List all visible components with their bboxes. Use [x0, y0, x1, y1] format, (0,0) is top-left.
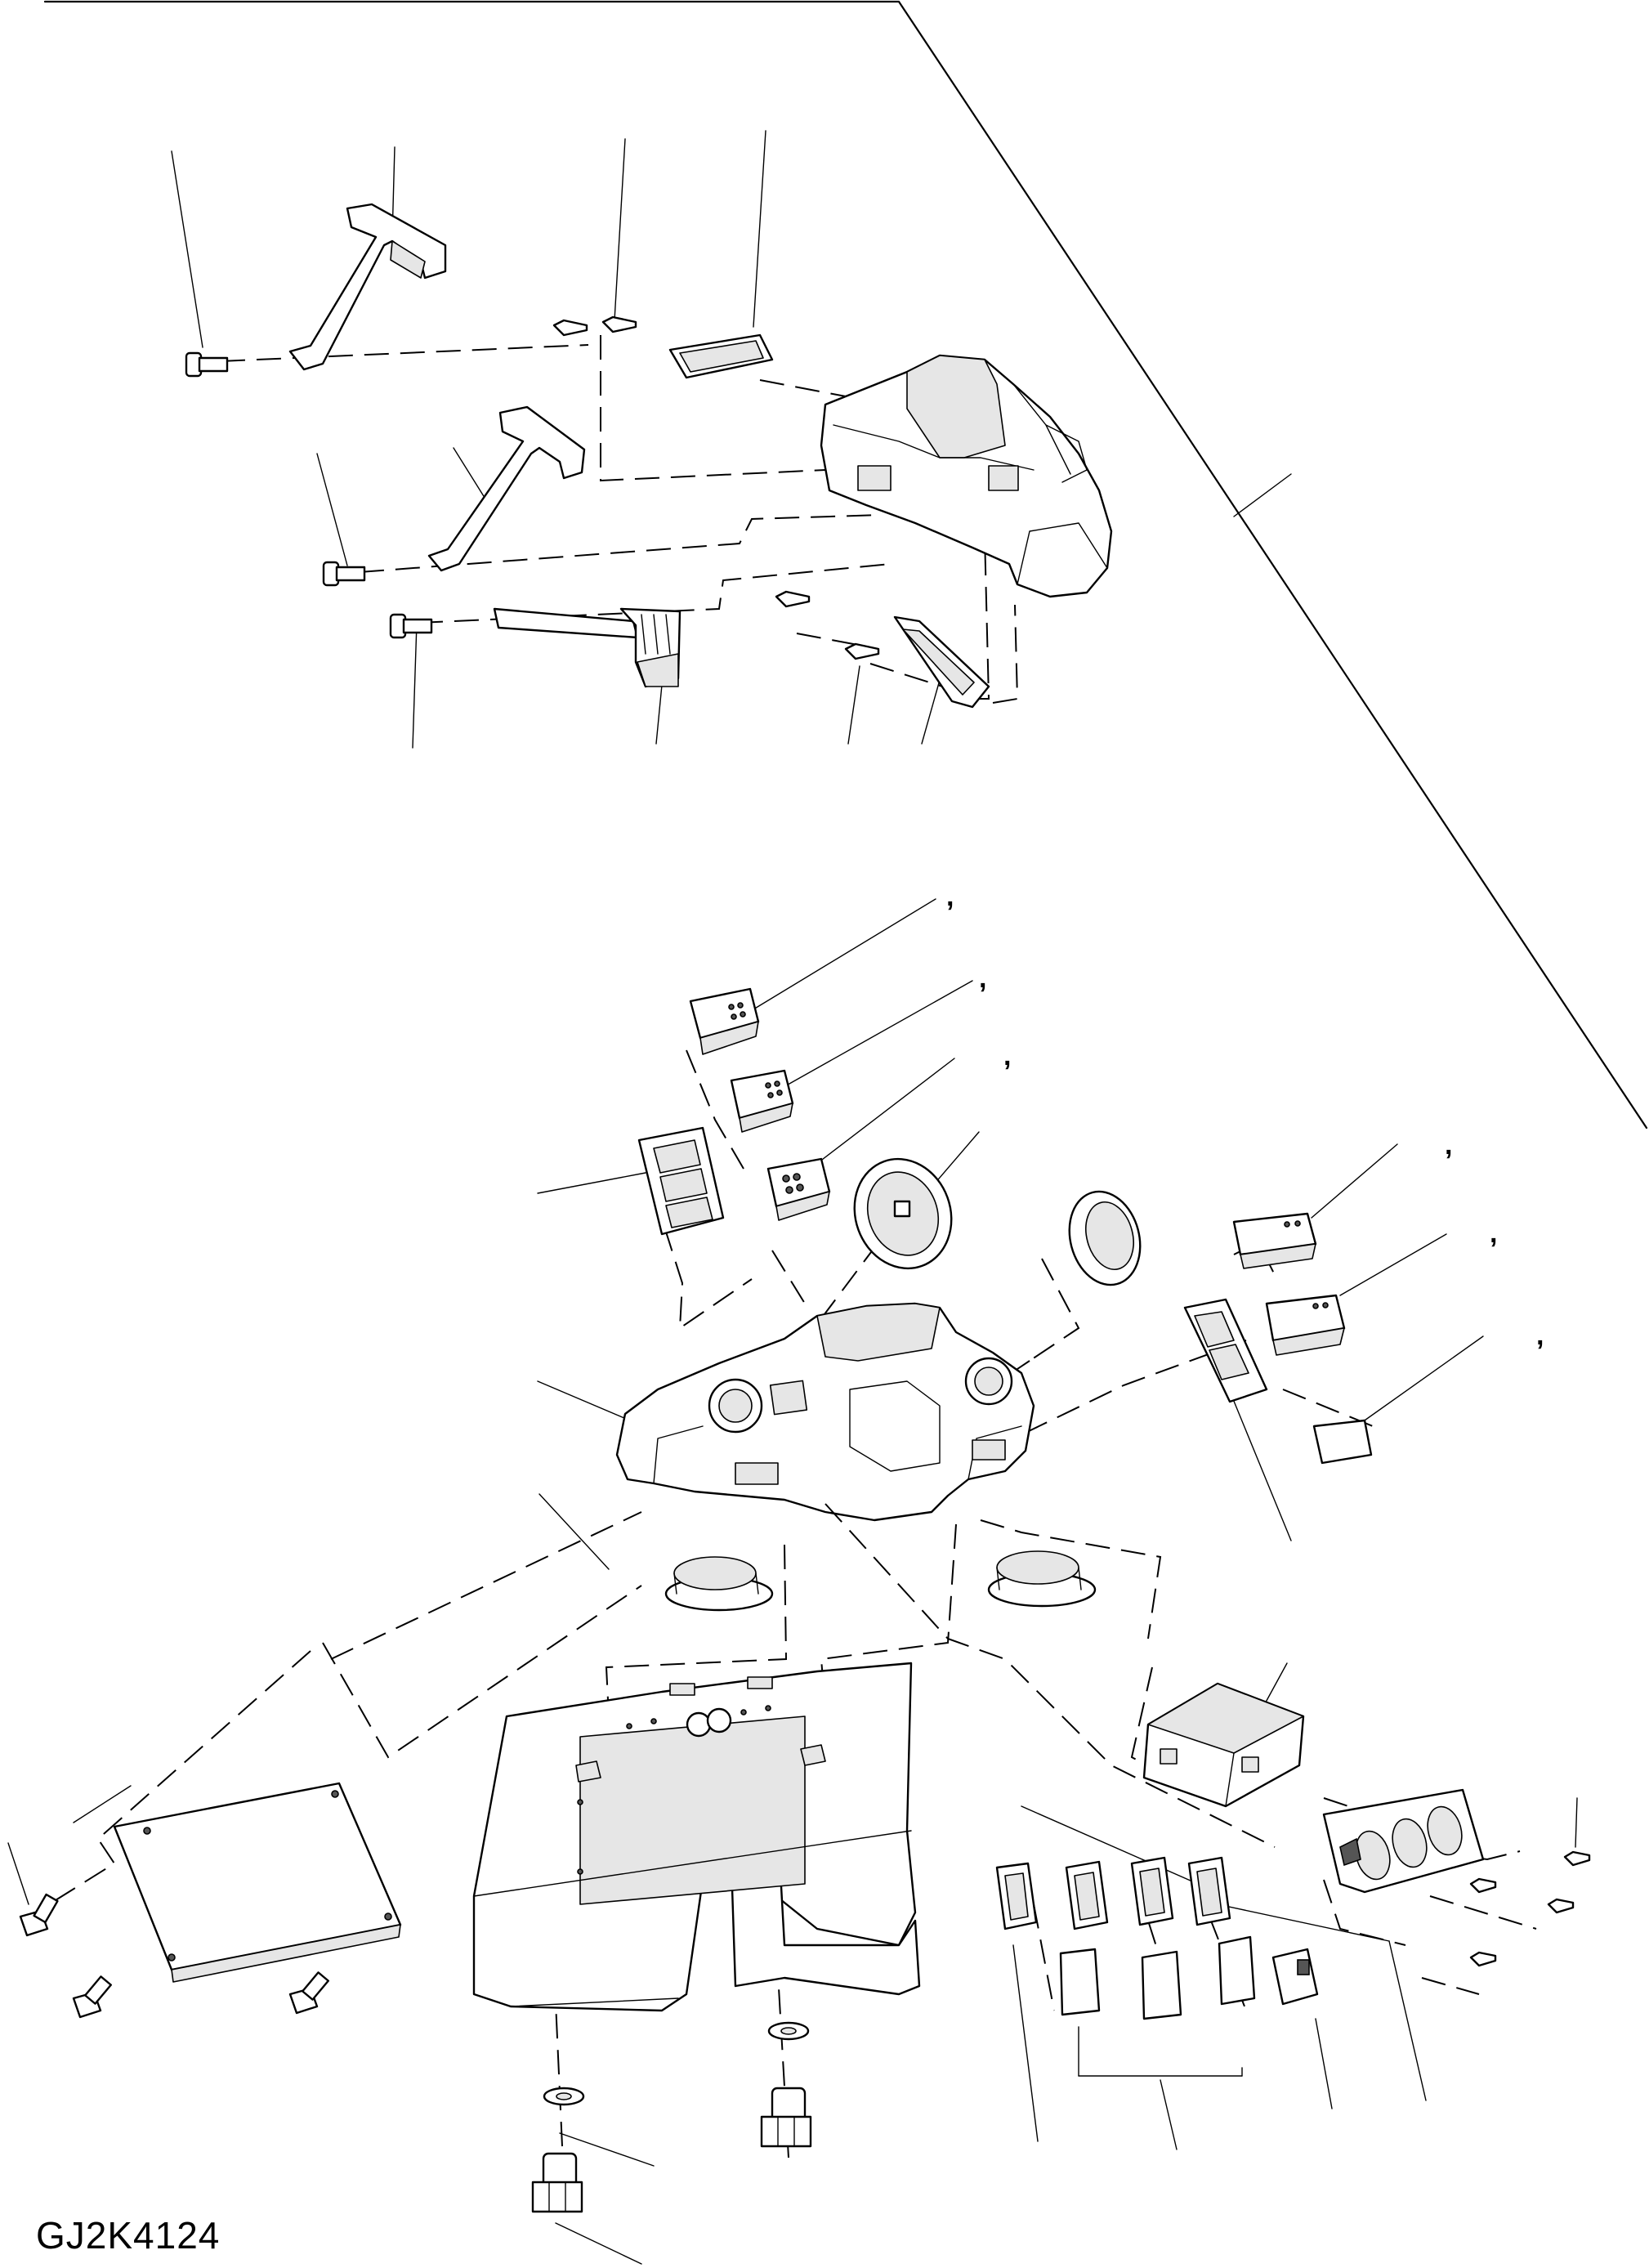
washer-icon — [543, 2087, 585, 2106]
bolt-icon — [288, 1971, 329, 2015]
screw-icon — [1469, 1951, 1497, 1967]
leader-lines-lower — [7, 1662, 1578, 2265]
bolt-icon — [322, 561, 366, 587]
ref-mark: , — [1003, 1040, 1011, 1071]
lower-dash-panel — [472, 1662, 921, 2012]
switch-bezel-right — [1183, 1298, 1268, 1403]
ref-mark: , — [1536, 1320, 1544, 1351]
section-boundary — [43, 0, 1648, 1130]
drawing-code: GJ2K4124 — [36, 2214, 221, 2257]
mounting-bracket-middle — [427, 405, 586, 572]
switch-bezel-left — [637, 1126, 725, 1236]
switch-icon — [1271, 1948, 1319, 2006]
bolt-icon — [19, 1893, 59, 1937]
grommet-icon — [664, 1556, 774, 1612]
gauge-cover-right — [1068, 1190, 1142, 1286]
ref-mark: , — [1445, 1130, 1452, 1161]
screw-icon — [601, 315, 637, 333]
ref-mark: , — [1490, 1218, 1497, 1249]
leader-lines-top — [171, 130, 1292, 749]
switch-frame-3 — [1130, 1856, 1174, 1926]
switch-frame-2 — [1065, 1860, 1109, 1930]
bolt-icon — [531, 2152, 583, 2213]
monitor-housing — [820, 354, 1113, 598]
bolt-icon — [760, 2087, 812, 2148]
cap-icon — [1141, 1950, 1182, 2020]
cover-plate — [113, 1782, 402, 1983]
dashboard-panel — [615, 1302, 1035, 1522]
cap-icon — [1059, 1948, 1101, 2016]
screw-icon — [1547, 1898, 1575, 1914]
mounting-bracket-lower — [493, 607, 681, 688]
gauge-panel-right — [1322, 1788, 1485, 1894]
gauge-cover-left — [853, 1157, 953, 1270]
switch-frame-1 — [995, 1862, 1038, 1930]
cap-icon — [1312, 1419, 1373, 1465]
screw-icon — [1563, 1850, 1591, 1867]
reference-marks: , , , , , , — [946, 881, 1544, 1351]
screw-icon — [775, 590, 811, 608]
screw-icon — [844, 642, 880, 660]
screw-icon — [1469, 1877, 1497, 1894]
switch-icon — [1232, 1212, 1317, 1269]
switch-icon — [689, 987, 760, 1055]
ref-mark: , — [946, 881, 954, 912]
mounting-box — [1142, 1682, 1305, 1808]
lens-cover-upper — [668, 333, 774, 379]
lens-cover-lower — [893, 615, 990, 709]
switch-icon — [766, 1157, 831, 1221]
switch-icon — [1265, 1294, 1346, 1356]
mounting-bracket-upper — [288, 203, 447, 371]
washer-icon — [767, 2021, 810, 2041]
ref-mark: , — [979, 963, 986, 994]
screw-icon — [552, 319, 588, 337]
switch-icon — [730, 1069, 794, 1133]
bolt-icon — [389, 613, 433, 639]
cap-icon — [1218, 1935, 1256, 2006]
leader-lines-mid — [537, 898, 1484, 1570]
bolt-icon — [185, 351, 229, 378]
grommet-icon — [987, 1550, 1097, 1608]
bolt-icon — [72, 1975, 112, 2019]
switch-frame-4 — [1187, 1856, 1231, 1926]
